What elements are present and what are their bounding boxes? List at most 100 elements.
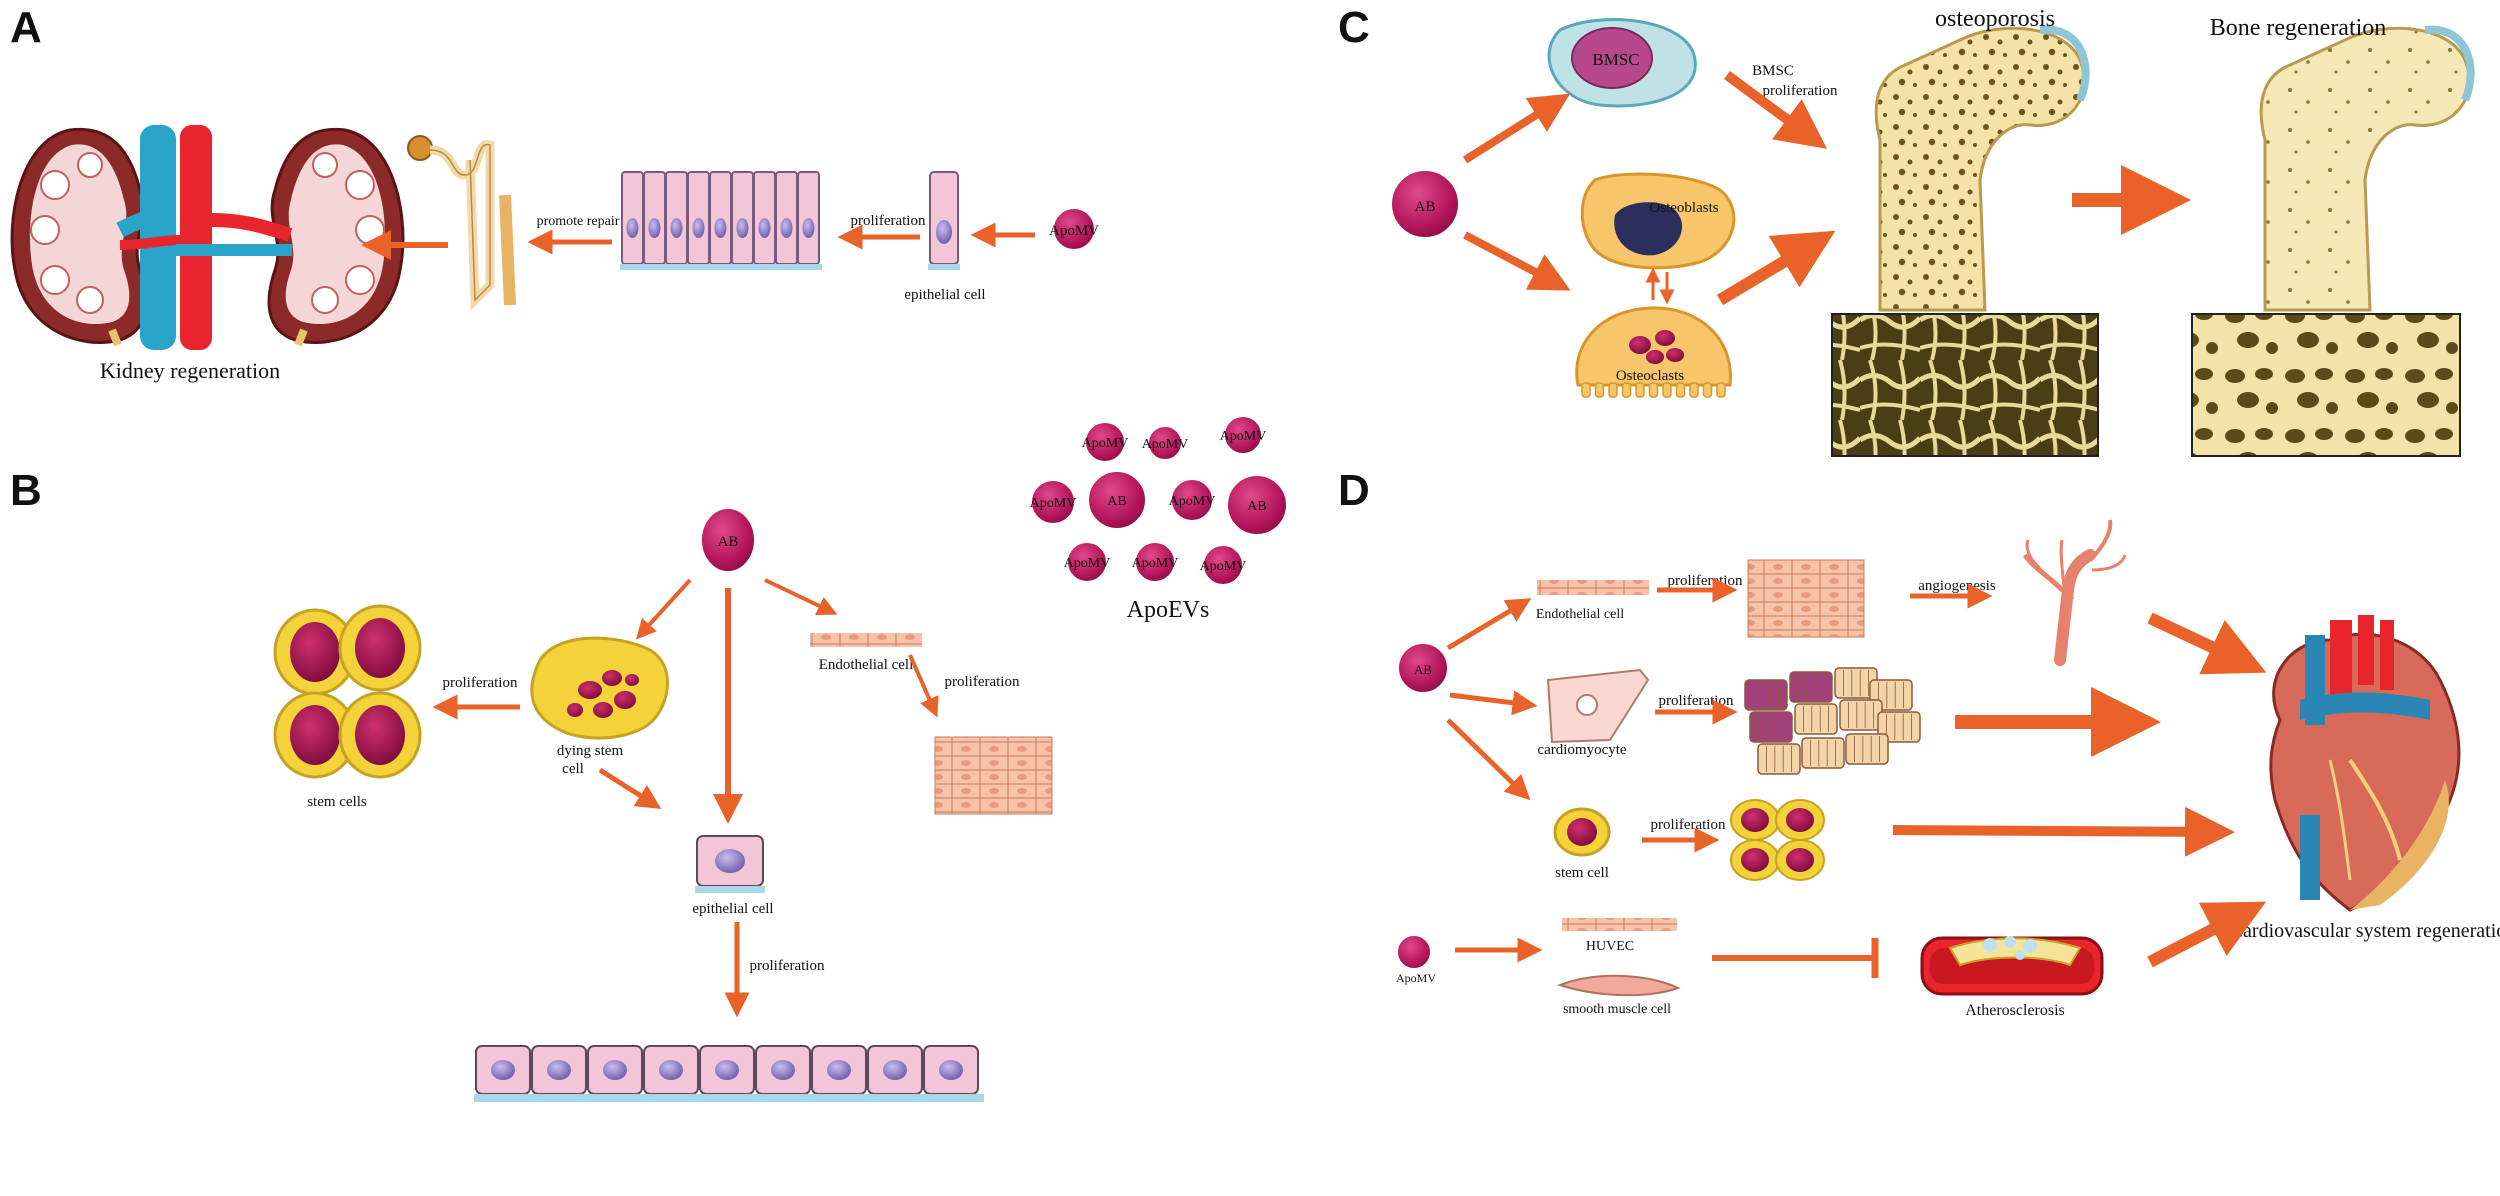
epithelial-cell-label-b: epithelial cell bbox=[692, 901, 773, 917]
arrow-ab-to-endothelial-b bbox=[764, 578, 838, 615]
basement-membrane bbox=[620, 264, 822, 270]
epithelial-cell bbox=[755, 1045, 811, 1095]
stem-cell bbox=[338, 691, 422, 779]
apomv-vesicle: ApoMV bbox=[1142, 425, 1189, 461]
epithelial-cell bbox=[811, 1045, 867, 1095]
cardiac-muscle-block bbox=[1744, 679, 1788, 711]
kidney-illustration bbox=[10, 125, 405, 350]
cardiovascular-regeneration-label: Cardiovascular system regeneration bbox=[2230, 920, 2500, 942]
arrow-dying-to-epithelial bbox=[598, 767, 662, 810]
smooth-muscle-cell bbox=[1556, 974, 1681, 997]
apomv-vesicle-label: ApoMV bbox=[1030, 496, 1077, 511]
panel-d: D AB Endothelial cell proliferation angi… bbox=[1338, 466, 2500, 1019]
ab-label-b: AB bbox=[718, 534, 739, 550]
stem-cells-cluster bbox=[273, 604, 422, 779]
arrow-ab-to-osteo bbox=[1463, 231, 1571, 291]
arrow-ab-to-dying-stem bbox=[635, 578, 692, 640]
arrow-athero-to-heart bbox=[2147, 901, 2266, 968]
osteoporotic-femur bbox=[1831, 25, 2099, 457]
stem-cell-label-d: stem cell bbox=[1555, 865, 1609, 881]
ab-vesicle-label: AB bbox=[1247, 499, 1266, 514]
arrow-angio-to-heart bbox=[2147, 612, 2267, 675]
epithelial-cell bbox=[775, 171, 798, 265]
dying-stem-cell bbox=[530, 636, 669, 740]
panel-c-letter: C bbox=[1338, 3, 1370, 52]
apomv-label-d: ApoMV bbox=[1396, 971, 1436, 985]
arrow-ab-to-bmsc bbox=[1462, 93, 1571, 164]
cardiac-muscle-block bbox=[1801, 737, 1845, 769]
endothelial-strip-d bbox=[1537, 580, 1649, 595]
nephron-tubule bbox=[407, 135, 516, 311]
ab-label-c: AB bbox=[1415, 199, 1436, 215]
basement-membrane bbox=[474, 1094, 984, 1102]
angiogenesis-vessel bbox=[2022, 519, 2127, 666]
epithelial-cell bbox=[475, 1045, 531, 1095]
proliferation-label-b-left: proliferation bbox=[443, 675, 518, 691]
ab-vesicle-d bbox=[1397, 642, 1449, 694]
smooth-muscle-cell-label: smooth muscle cell bbox=[1563, 1002, 1671, 1017]
ab-label-d: AB bbox=[1414, 662, 1432, 677]
stem-cell bbox=[1730, 839, 1780, 881]
epithelial-cell bbox=[643, 171, 666, 265]
arrow-ab-to-stem-d bbox=[1446, 718, 1531, 801]
apomv-vesicle-label: ApoMV bbox=[1082, 436, 1129, 451]
apomv-vesicle: ApoMV bbox=[1200, 544, 1246, 586]
epithelial-cell bbox=[731, 171, 754, 265]
apomv-vesicle-label: ApoMV bbox=[1220, 429, 1267, 444]
osteoclast-cell bbox=[1575, 306, 1732, 398]
panel-d-letter: D bbox=[1338, 466, 1370, 515]
epithelial-cell-b bbox=[695, 835, 765, 893]
bone-regeneration-label: Bone regeneration bbox=[2210, 15, 2387, 41]
panel-b: B AB stem cells dying stem cell Endothel… bbox=[10, 415, 1288, 1102]
epithelial-cell-label-a: epithelial cell bbox=[904, 287, 985, 303]
atherosclerosis-vessel bbox=[1920, 936, 2104, 996]
apoevs-label: ApoEVs bbox=[1127, 597, 1210, 623]
epithelial-cell bbox=[753, 171, 776, 265]
proliferation-label-b-bottom: proliferation bbox=[750, 958, 825, 974]
heart-illustration bbox=[2269, 615, 2461, 912]
atherosclerosis-label: Atherosclerosis bbox=[1965, 1002, 2065, 1019]
arrow-endothelial-proliferation bbox=[908, 654, 939, 718]
stem-cell-d bbox=[1553, 807, 1611, 857]
apomv-label-a: ApoMV bbox=[1049, 223, 1099, 239]
apomv-vesicle-label: ApoMV bbox=[1142, 437, 1189, 452]
apomv-vesicle: ApoMV bbox=[1169, 478, 1215, 522]
dying-stem-cell-label-1: dying stem bbox=[557, 743, 624, 759]
apomv-vesicle: ApoMV bbox=[1082, 421, 1129, 463]
cardiac-muscle-block bbox=[1794, 703, 1838, 735]
apomv-vesicle: ApoMV bbox=[1132, 541, 1179, 583]
ab-vesicle-label: AB bbox=[1107, 494, 1126, 509]
epithelial-layer-b bbox=[474, 1045, 984, 1102]
ab-vesicle-c bbox=[1390, 169, 1460, 239]
single-epithelial-cell-a bbox=[928, 171, 960, 270]
bmsc-cell bbox=[1547, 18, 1697, 108]
arrow-ab-to-endothelial-d bbox=[1446, 598, 1532, 651]
cardiac-muscle-block bbox=[1877, 711, 1921, 743]
epithelial-layer-a bbox=[620, 171, 822, 270]
apomv-vesicle: ApoMV bbox=[1064, 541, 1110, 583]
apomv-vesicle-label: ApoMV bbox=[1132, 556, 1179, 571]
cardiac-muscle-block bbox=[1749, 711, 1793, 743]
bmsc-proliferation-label-2: proliferation bbox=[1763, 83, 1838, 99]
bmsc-proliferation-label-1: BMSC bbox=[1752, 63, 1794, 79]
ab-vesicle: AB bbox=[1087, 470, 1147, 530]
endothelial-strip-b bbox=[810, 633, 922, 647]
panel-a-letter: A bbox=[10, 3, 42, 52]
epithelial-cell bbox=[587, 1045, 643, 1095]
panel-a: A Kidney regeneration bbox=[10, 3, 1099, 383]
stem-cell bbox=[338, 604, 422, 692]
cardiac-muscle-block bbox=[1839, 699, 1883, 731]
angiogenesis-label: angiogenesis bbox=[1918, 578, 1996, 594]
epithelial-cell bbox=[531, 1045, 587, 1095]
proliferation-label-a: proliferation bbox=[851, 213, 926, 229]
epithelial-cell bbox=[867, 1045, 923, 1095]
kidney-regeneration-title: Kidney regeneration bbox=[100, 358, 280, 383]
arrow-cells-to-bone bbox=[1716, 230, 1836, 306]
epithelial-cell bbox=[687, 171, 710, 265]
cardiomyocyte-cell bbox=[1546, 668, 1650, 744]
stem-cell bbox=[1775, 839, 1825, 881]
apomv-vesicle-d bbox=[1396, 934, 1432, 970]
cardiomyocyte-label: cardiomyocyte bbox=[1537, 742, 1626, 758]
epithelial-cell bbox=[709, 171, 732, 265]
